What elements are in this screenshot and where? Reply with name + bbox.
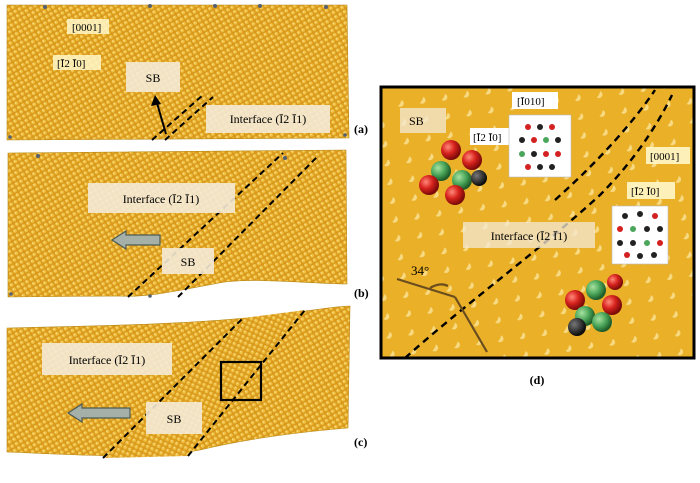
- axis-c-label: [0001]: [72, 22, 101, 34]
- sb-label: SB: [181, 255, 196, 269]
- dir-right-label: [Ī2 Ī0]: [631, 186, 659, 198]
- dir-left-label: [Ī2 Ī0]: [473, 132, 501, 144]
- panel-d-shear-band-lines: [404, 89, 674, 358]
- panel-d-inset-right: [611, 205, 669, 265]
- panel-d-label-interface: Interface (Ī2 Ī1): [463, 222, 595, 248]
- panel-c-label-sb: SB: [146, 402, 202, 434]
- panel-d-oxide-cluster-lower: [565, 274, 623, 336]
- panel-b-label-sb: SB: [162, 248, 214, 274]
- panel-c: Interface (Ī2 Ī1) SB (c): [6, 305, 367, 459]
- panel-c-shear-band-lines: [102, 309, 306, 459]
- panel-a-label-sb: SB: [126, 62, 180, 92]
- panel-d-label-dir-left: [Ī2 Ī0]: [470, 128, 516, 145]
- panel-a-label-axis-c: [0001]: [67, 19, 109, 34]
- panel-b-label-interface: Interface (Ī2 Ī1): [88, 183, 235, 213]
- panel-a-arrow: [151, 95, 167, 135]
- panel-a: [0001] [Ī2 Ī0] SB Interface (Ī2 Ī1) (a): [6, 4, 368, 141]
- panel-a-shear-band-lines: [151, 94, 214, 141]
- angle-label: 34°: [411, 263, 429, 278]
- panel-d-label-axis-c: [0001]: [646, 147, 690, 164]
- panel-d-inset-top: [508, 114, 572, 178]
- dir-top-label: [Ī010]: [517, 96, 545, 108]
- axis-c-label: [0001]: [650, 151, 679, 163]
- panel-b: Interface (Ī2 Ī1) SB (b): [7, 149, 369, 300]
- interface-label: Interface (Ī2 Ī1): [491, 229, 568, 243]
- panel-c-letter: (c): [354, 435, 367, 449]
- sb-label: SB: [167, 412, 182, 426]
- panel-c-label-interface: Interface (Ī2 Ī1): [42, 343, 172, 375]
- panel-b-letter: (b): [354, 286, 369, 300]
- panel-a-letter: (a): [354, 122, 368, 136]
- panel-b-slab: [7, 149, 348, 298]
- panel-a-label-interface: Interface (Ī2 Ī1): [206, 105, 330, 133]
- panel-a-label-axis-a: [Ī2 Ī0]: [53, 55, 101, 70]
- panel-d-oxide-cluster-upper: [419, 140, 487, 205]
- interface-label: Interface (Ī2 Ī1): [230, 112, 307, 126]
- panel-b-edge-atoms: [9, 154, 287, 298]
- panel-d-label-sb: SB: [400, 108, 446, 133]
- panel-d-label-dir-right: [Ī2 Ī0]: [627, 182, 675, 199]
- interface-label: Interface (Ī2 Ī1): [123, 192, 200, 206]
- sb-label: SB: [146, 71, 161, 85]
- panel-c-zoom-box: [219, 360, 263, 402]
- panel-d-letter: (d): [530, 373, 545, 387]
- panel-d-label-dir-top: [Ī010]: [512, 92, 558, 109]
- panel-d-frame: [379, 85, 696, 360]
- panel-a-edge-atoms: [8, 4, 347, 139]
- panel-d: SB [Ī010] [Ī2 Ī0] [0001] [Ī2 Ī0]: [379, 85, 696, 387]
- panel-c-arrow: [66, 402, 131, 424]
- axis-a-label: [Ī2 Ī0]: [57, 58, 85, 70]
- panel-b-arrow: [110, 229, 161, 251]
- interface-label: Interface (Ī2 Ī1): [69, 353, 146, 367]
- sb-label: SB: [409, 114, 424, 128]
- panel-d-angle-marker: [396, 277, 488, 353]
